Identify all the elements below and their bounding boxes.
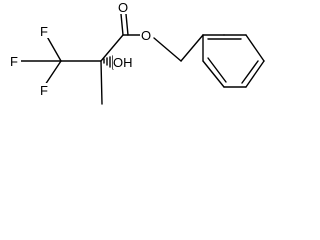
bond-ester-o-to-ch2 bbox=[153, 37, 182, 62]
bond-carbonyl-double-1 bbox=[120, 13, 124, 36]
bond-ch2-to-ring bbox=[180, 34, 204, 62]
hashed-wedge-bond bbox=[103, 55, 114, 70]
bond-cf3-f-lower bbox=[44, 60, 62, 86]
bond-stereocenter-to-methyl bbox=[100, 60, 103, 105]
benzene-ring bbox=[202, 34, 265, 88]
atom-label-f-upper: F bbox=[40, 24, 48, 39]
bond-carbonyl-double-2 bbox=[125, 13, 129, 36]
atom-label-ester-oxygen: O bbox=[141, 28, 151, 43]
molecule-structure: F F F O O OH bbox=[10, 0, 265, 105]
atom-label-hydroxyl: OH bbox=[113, 55, 133, 70]
bond-stereocenter-to-carbonyl bbox=[100, 34, 124, 62]
atom-label-f-left: F bbox=[10, 54, 18, 69]
atom-label-f-lower: F bbox=[40, 83, 48, 98]
atom-label-carbonyl-oxygen: O bbox=[118, 0, 128, 15]
